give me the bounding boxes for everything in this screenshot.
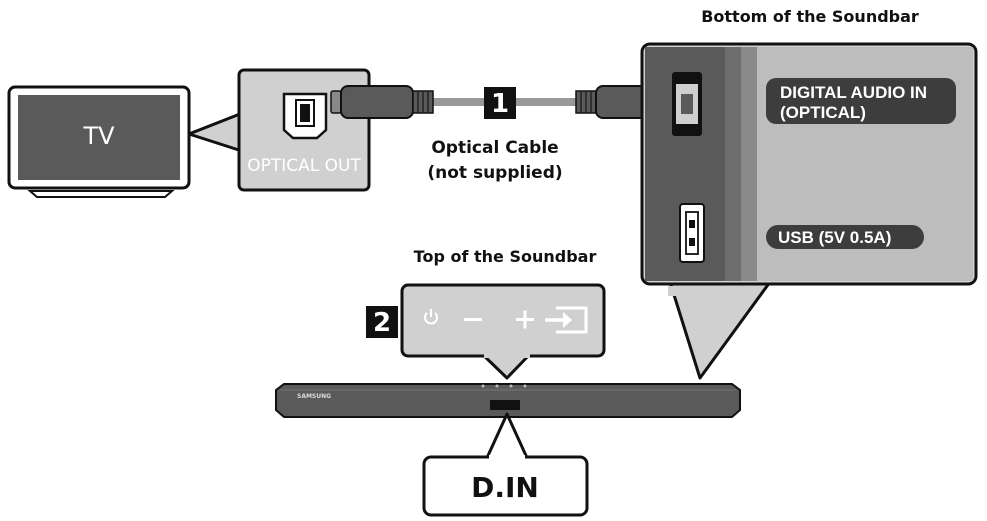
optical-cable: 1 Optical Cable (not supplied) (330, 85, 657, 183)
digital-audio-in-label: DIGITAL AUDIO IN (780, 83, 927, 102)
soundbar-illustration: SAMSUNG (275, 383, 741, 418)
usb-label: USB (5V 0.5A) (778, 228, 891, 247)
usb-pill: USB (5V 0.5A) (766, 225, 924, 249)
step-2-badge: 2 (366, 306, 398, 338)
usb-port-icon (679, 203, 705, 263)
display-callout-box: D.IN (422, 455, 589, 517)
soundbar-display-window (490, 400, 520, 410)
tv-illustration: TV (7, 85, 191, 198)
source-icon (545, 306, 588, 334)
tv-callout-pointer (187, 110, 247, 154)
cable-label-line2: (not supplied) (427, 163, 562, 183)
cable-label-line1: Optical Cable (431, 138, 558, 158)
top-soundbar-panel (400, 283, 606, 358)
tv-label: TV (82, 122, 115, 150)
digital-audio-in-sublabel: (OPTICAL) (780, 103, 866, 122)
cable-plug-left (330, 85, 434, 119)
top-panel-heading: Top of the Soundbar (414, 247, 597, 266)
display-callout-pointer (484, 412, 530, 461)
cable-plug-right (575, 85, 657, 119)
volume-up-icon (516, 310, 534, 329)
bottom-panel-heading: Bottom of the Soundbar (701, 7, 919, 26)
display-label: D.IN (471, 471, 539, 504)
power-icon (424, 309, 438, 325)
step-2-number: 2 (373, 308, 391, 338)
bottom-soundbar-panel: DIGITAL AUDIO IN (OPTICAL) USB (5V 0.5A) (640, 42, 978, 296)
optical-out-label: OPTICAL OUT (247, 156, 361, 176)
bottom-panel-pointer (668, 280, 772, 380)
step-1-badge: 1 (484, 87, 516, 119)
optical-port-icon (282, 92, 328, 140)
step-1-number: 1 (491, 89, 509, 119)
digital-audio-in-pill: DIGITAL AUDIO IN (OPTICAL) (766, 78, 956, 124)
digital-audio-in-port-icon (672, 72, 702, 136)
soundbar-brand-logo: SAMSUNG (297, 393, 331, 400)
volume-down-icon (464, 318, 482, 321)
